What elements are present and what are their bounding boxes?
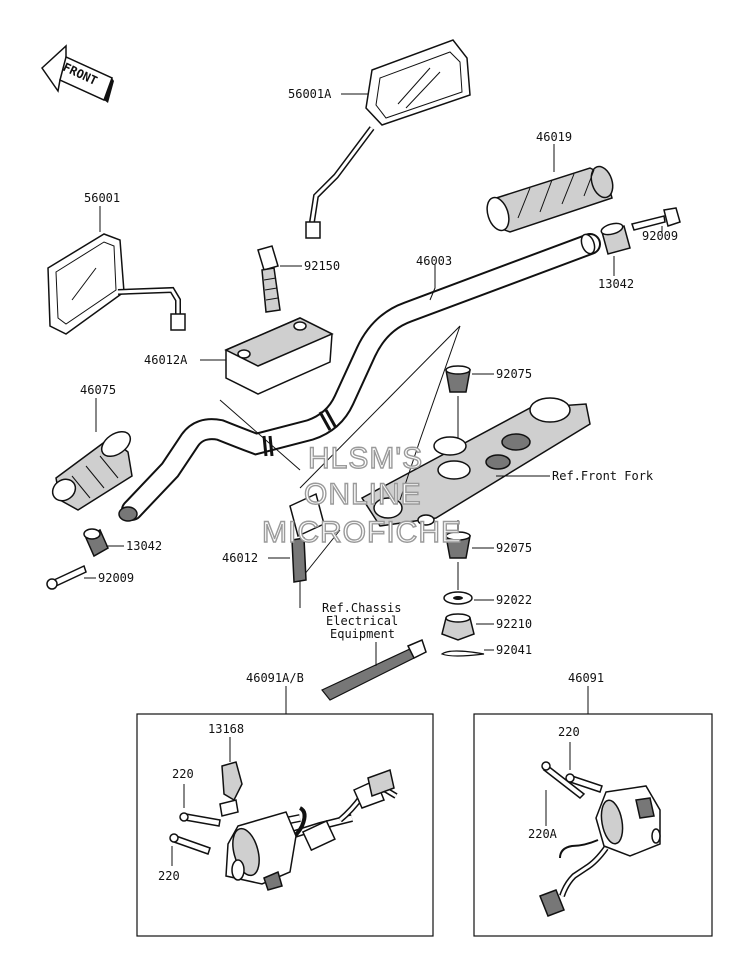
damper-top-92075 (445, 365, 471, 393)
label-46003: 46003 (416, 254, 452, 268)
front-arrow-icon: FRONT (41, 44, 114, 103)
watermark-line3: MICROFICHE (262, 516, 462, 549)
screw-right-92009 (631, 207, 681, 231)
label-46075: 46075 (80, 383, 116, 397)
label-92041: 92041 (496, 643, 532, 657)
holder-upper-46012a (224, 317, 334, 395)
screw-220a (541, 761, 586, 799)
label-92075-bottom: 92075 (496, 541, 532, 555)
label-46091ab: 46091A/B (246, 671, 304, 685)
label-13042-left: 13042 (126, 539, 162, 553)
grip-left-46075 (51, 430, 133, 511)
mirror-right-56001a (305, 39, 471, 239)
label-92009-right: 92009 (642, 229, 678, 243)
label-220-left-top: 220 (172, 767, 194, 781)
fork-bracket (360, 397, 591, 527)
handlebar-46003 (118, 233, 601, 522)
mirror-left-56001 (47, 233, 186, 335)
switch-right-assembly (539, 785, 661, 917)
screw-220-left-top (179, 812, 221, 827)
grip-right-46019 (486, 165, 614, 233)
label-92210: 92210 (496, 617, 532, 631)
label-220-right: 220 (558, 725, 580, 739)
watermark-line1: HLSM'S (308, 442, 423, 475)
screw-220-right (565, 773, 603, 793)
bar-end-left-13042 (83, 528, 109, 558)
label-13168: 13168 (208, 722, 244, 736)
label-13042-right: 13042 (598, 277, 634, 291)
nut-92210 (441, 613, 475, 641)
screw-left-92009 (46, 564, 87, 590)
label-ref-chassis-line1: Ref.Chassis (322, 601, 401, 615)
damper-bottom-92075 (445, 531, 471, 559)
label-92075-top: 92075 (496, 367, 532, 381)
switch-box-right (473, 713, 713, 937)
label-56001: 56001 (84, 191, 120, 205)
label-46012a: 46012A (144, 353, 188, 367)
label-ref-front-fork: Ref.Front Fork (552, 469, 654, 483)
holder-lower-46012 (289, 492, 325, 583)
label-220a: 220A (528, 827, 558, 841)
label-46012: 46012 (222, 551, 258, 565)
bar-end-right-13042 (600, 222, 631, 255)
label-46019-top: 46019 (536, 130, 572, 144)
label-ref-chassis-line2: Electrical (326, 614, 398, 628)
label-92022: 92022 (496, 593, 532, 607)
label-46091: 46091 (568, 671, 604, 685)
bolt-92150 (257, 245, 281, 313)
watermark: HLSM'S ONLINE MICROFICHE (261, 441, 462, 549)
label-56001a: 56001A (288, 87, 332, 101)
screw-220-left-bottom (169, 833, 211, 855)
cable-tie (321, 638, 427, 701)
label-92150: 92150 (304, 259, 340, 273)
label-ref-chassis-line3: Equipment (330, 627, 395, 641)
switch-left-assembly (219, 761, 398, 891)
label-220-left-bottom: 220 (158, 869, 180, 883)
label-92009-left: 92009 (98, 571, 134, 585)
switch-box-left (136, 713, 434, 937)
cotter-pin-92041 (440, 650, 485, 657)
watermark-line2: ONLINE (304, 478, 422, 511)
washer-92022 (443, 591, 473, 605)
